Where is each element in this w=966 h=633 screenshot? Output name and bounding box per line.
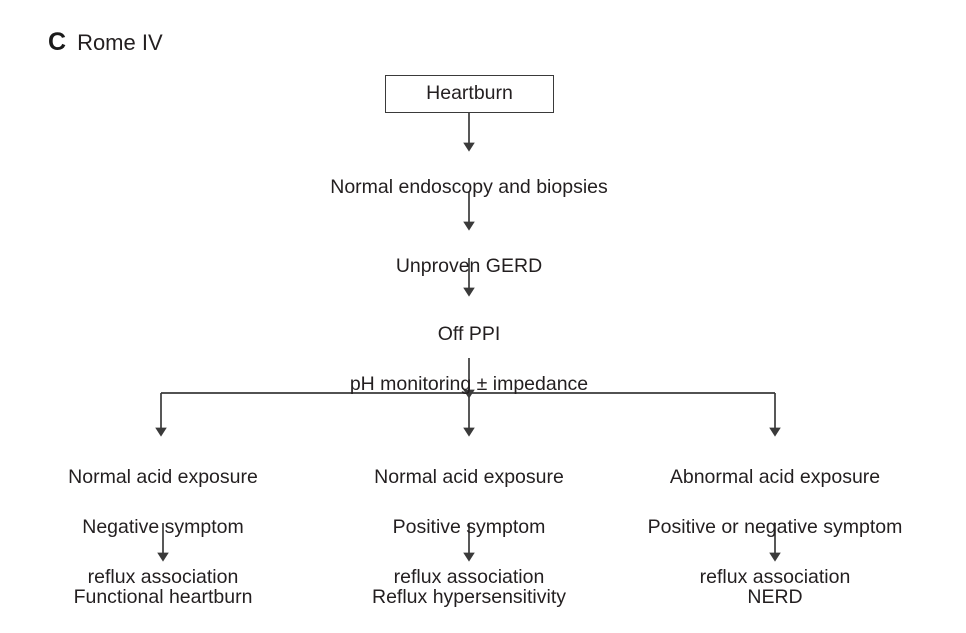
node-branch-right: Abnormal acid exposure Positive or negat… — [625, 440, 925, 615]
node-branch-middle: Normal acid exposure Positive symptom re… — [334, 440, 604, 615]
node-branch-left: Normal acid exposure Negative symptom re… — [28, 440, 298, 615]
node-outcome-middle: Reflux hypersensitivity — [334, 562, 604, 633]
node-branch-right-line3: reflux association — [699, 566, 851, 588]
node-testing-line2: pH monitoring ± impedance — [349, 373, 589, 395]
node-outcome-right: NERD — [640, 562, 910, 633]
panel-title: C Rome IV — [48, 28, 163, 57]
flowchart-root: C Rome IV — [48, 28, 902, 608]
node-branch-left-line2: Negative symptom — [82, 516, 244, 538]
node-outcome-right-label: NERD — [747, 585, 803, 608]
node-branch-left-line3: reflux association — [87, 566, 239, 588]
panel-label: Rome IV — [77, 30, 163, 55]
node-heartburn: Heartburn — [385, 75, 554, 113]
panel-letter: C — [48, 28, 67, 56]
node-branch-left-line1: Normal acid exposure — [68, 466, 258, 488]
node-testing: Off PPI pH monitoring ± impedance — [294, 297, 644, 422]
node-heartburn-label: Heartburn — [426, 82, 513, 105]
node-outcome-left: Functional heartburn — [28, 562, 298, 633]
node-branch-middle-line2: Positive symptom — [392, 516, 546, 538]
node-testing-line1: Off PPI — [437, 323, 501, 345]
node-unproven-gerd: Unproven GERD — [319, 231, 619, 302]
node-branch-middle-line1: Normal acid exposure — [374, 466, 564, 488]
node-branch-middle-line3: reflux association — [393, 566, 545, 588]
node-unproven-gerd-label: Unproven GERD — [395, 254, 543, 277]
node-branch-right-line2: Positive or negative symptom — [647, 516, 903, 538]
node-endoscopy-label: Normal endoscopy and biopsies — [330, 175, 608, 198]
node-outcome-middle-label: Reflux hypersensitivity — [372, 585, 566, 608]
node-endoscopy: Normal endoscopy and biopsies — [269, 152, 669, 223]
node-branch-right-line1: Abnormal acid exposure — [669, 466, 881, 488]
node-outcome-left-label: Functional heartburn — [73, 585, 253, 608]
